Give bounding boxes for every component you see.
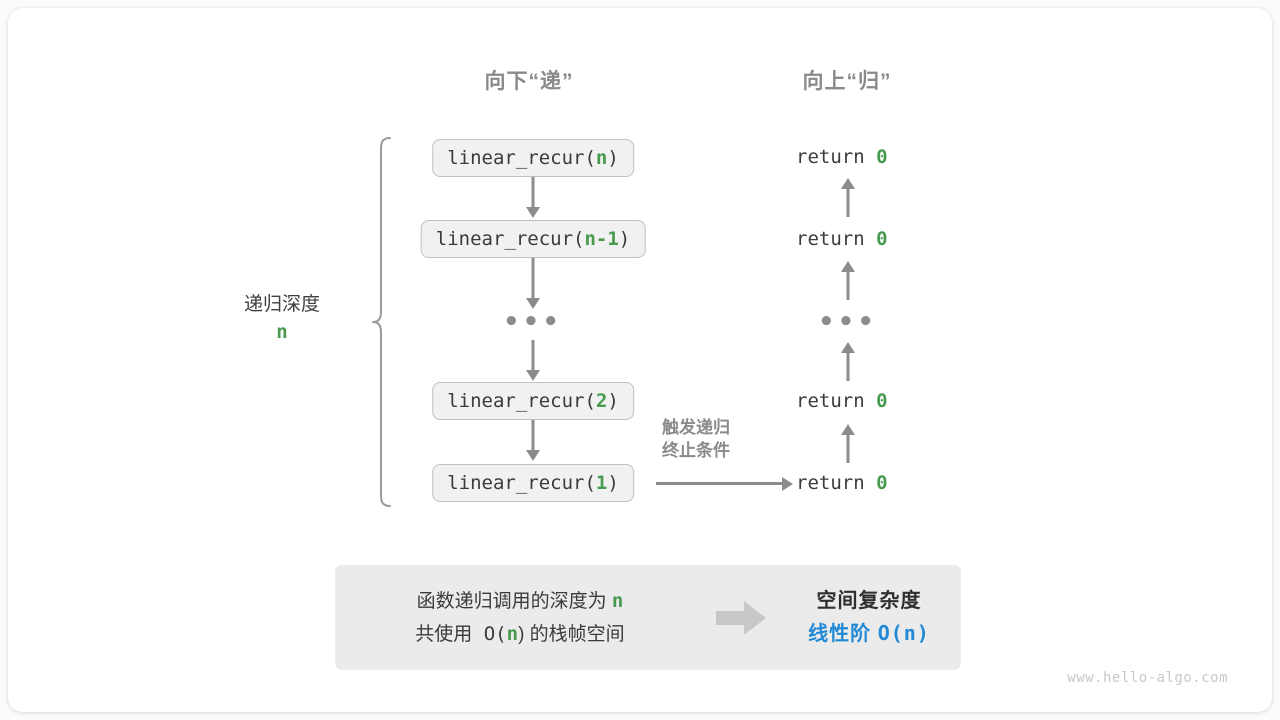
return-ellipsis: ••• (818, 307, 878, 337)
return-value: 0 (876, 390, 888, 412)
diagram-card: 向下“递” 向上“归” 递归深度 n linear_recur(n) linea… (8, 8, 1272, 712)
return-keyword: return (796, 390, 877, 412)
up-arrow-head-4 (841, 424, 855, 435)
call-box-n[interactable]: linear_recur(n) (432, 139, 634, 177)
complexity-summary-box: 函数递归调用的深度为 n 共使用 O(n) 的栈帧空间 空间复杂度 线性阶 O(… (335, 565, 961, 670)
termination-note-line1: 触发递归 (662, 418, 730, 437)
right-block-arrow-icon (716, 600, 766, 635)
call-box-suffix: ) (607, 147, 619, 169)
call-box-arg: n (595, 147, 608, 169)
down-arrow-line-3 (531, 340, 535, 372)
return-value: 0 (876, 472, 888, 494)
summary-line-1-var: n (611, 589, 624, 612)
termination-note-line2: 终止条件 (662, 441, 730, 460)
complexity-summary-right: 空间复杂度 线性阶 O(n) (777, 585, 961, 650)
column-header-ascend: 向上“归” (802, 70, 892, 93)
call-box-prefix: linear_recur( (447, 472, 596, 494)
down-arrow-line-4 (531, 420, 535, 452)
recursion-depth-title: 递归深度 (243, 294, 320, 315)
return-statement-top: return 0 (796, 146, 888, 168)
return-statement-base: return 0 (796, 472, 888, 494)
return-statement-third: return 0 (796, 390, 888, 412)
site-watermark: www.hello-algo.com (1067, 670, 1228, 686)
summary-line-2-var: n (506, 622, 519, 645)
call-box-1[interactable]: linear_recur(1) (432, 464, 634, 502)
call-box-suffix: ) (607, 390, 619, 412)
call-box-arg: n-1 (584, 228, 619, 250)
call-box-arg: 2 (595, 390, 608, 412)
call-box-suffix: ) (618, 228, 631, 250)
down-arrow-head-2 (526, 298, 540, 309)
return-value: 0 (876, 228, 888, 250)
up-arrow-line-4 (846, 435, 850, 463)
complexity-notation: O(n) (877, 621, 930, 645)
column-header-descend: 向下“递” (484, 70, 574, 93)
up-arrow-line-3 (846, 353, 850, 381)
return-keyword: return (796, 228, 877, 250)
recursion-depth-value: n (276, 321, 288, 343)
return-keyword: return (796, 146, 877, 168)
up-arrow-line-2 (846, 272, 850, 300)
down-arrow-line-2 (531, 258, 535, 300)
up-arrow-head-1 (841, 178, 855, 189)
down-arrow-head-1 (526, 207, 540, 218)
space-complexity-title: 空间复杂度 (816, 590, 922, 612)
call-box-suffix: ) (607, 472, 619, 494)
summary-line-2-pre: 共使用 O( (415, 622, 507, 645)
termination-condition-note: 触发递归 终止条件 (662, 416, 730, 462)
call-box-n-minus-1[interactable]: linear_recur(n-1) (420, 220, 646, 258)
return-keyword: return (796, 472, 877, 494)
call-box-prefix: linear_recur( (435, 228, 585, 250)
return-statement-second: return 0 (796, 228, 888, 250)
space-complexity-value: 线性阶 O(n) (777, 617, 961, 650)
summary-line-1: 函数递归调用的深度为 n (335, 585, 705, 618)
summary-line-2: 共使用 O(n) 的栈帧空间 (335, 618, 705, 651)
down-arrow-line-1 (531, 177, 535, 209)
up-arrow-head-3 (841, 342, 855, 353)
summary-line-2-post: ) 的栈帧空间 (518, 623, 625, 645)
down-arrow-head-4 (526, 450, 540, 461)
base-case-arrow-line (656, 482, 782, 485)
call-ellipsis: ••• (503, 307, 563, 337)
complexity-order-name: 线性阶 (808, 623, 878, 645)
recursion-depth-brace (370, 136, 394, 508)
call-box-prefix: linear_recur( (447, 390, 596, 412)
summary-arrow-wrap (705, 598, 777, 638)
summary-line-1-text: 函数递归调用的深度为 (416, 590, 612, 612)
up-arrow-line-1 (846, 189, 850, 217)
complexity-summary-left: 函数递归调用的深度为 n 共使用 O(n) 的栈帧空间 (335, 585, 705, 651)
up-arrow-head-2 (841, 261, 855, 272)
base-case-arrow-head (782, 477, 793, 491)
call-box-arg: 1 (595, 472, 608, 494)
brace-svg (372, 137, 391, 507)
recursion-depth-label: 递归深度 n (197, 291, 367, 345)
call-box-2[interactable]: linear_recur(2) (432, 382, 634, 420)
return-value: 0 (876, 146, 888, 168)
call-box-prefix: linear_recur( (447, 147, 596, 169)
down-arrow-head-3 (526, 370, 540, 381)
